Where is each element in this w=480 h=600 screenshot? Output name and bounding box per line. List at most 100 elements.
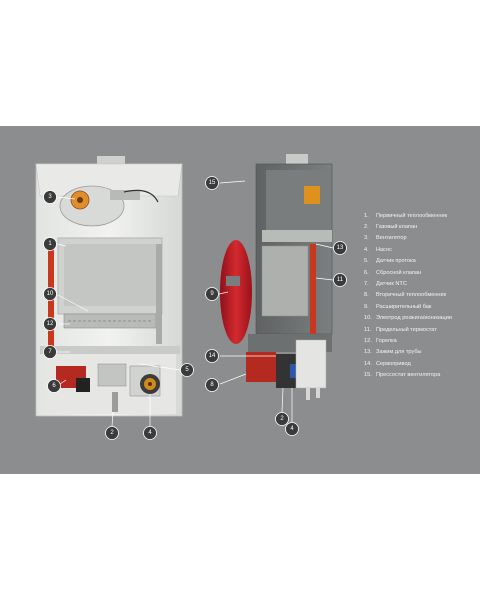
legend-text: Сервопривод <box>376 360 411 367</box>
callout-right-2: 2 <box>275 412 289 426</box>
legend-item: 7. Датчик NTC <box>364 278 480 289</box>
flow-sensor <box>97 363 127 387</box>
legend-number: 13. <box>364 349 372 356</box>
legend-number: 8. <box>364 292 369 299</box>
callout-left-1: 1 <box>43 237 57 251</box>
legend-item: 2. Газовый клапан <box>364 221 480 232</box>
gas-valve <box>76 378 90 392</box>
expansion-tank <box>220 240 252 344</box>
legend-text: Вторичный теплообменник <box>376 292 447 299</box>
divider-plate <box>40 346 180 354</box>
svg-text:8: 8 <box>210 382 214 388</box>
svg-text:15: 15 <box>209 180 216 186</box>
svg-text:13: 13 <box>337 245 344 251</box>
gas-inlet <box>112 392 118 412</box>
legend-list: 1. Первичный теплообменник 2. Газовый клап… <box>364 210 480 381</box>
legend-text: Предельный термостат <box>376 326 437 333</box>
legend-text: Газовый клапан <box>376 224 418 231</box>
upper-chamber <box>266 170 330 230</box>
svg-text:9: 9 <box>210 291 214 297</box>
legend-number: 2. <box>364 224 369 231</box>
legend-text: Датчик протока <box>376 258 416 265</box>
callout-right-15: 15 <box>205 176 219 190</box>
left-boiler <box>35 156 183 417</box>
legend-item: 11. Предельный термостат <box>364 324 480 335</box>
svg-text:1: 1 <box>48 241 52 247</box>
callout-lines <box>56 180 334 427</box>
callout-left-7: 7 <box>43 345 57 359</box>
legend-number: 10. <box>364 315 372 322</box>
callout-right-8: 8 <box>205 378 219 392</box>
legend-number: 14. <box>364 360 372 367</box>
cable-ties <box>306 388 320 400</box>
legend-item: 15.Прессостат вентилятора <box>364 369 480 380</box>
flue-pipe <box>286 154 308 166</box>
legend-number: 7. <box>364 281 369 288</box>
boiler-illustration: 3 1 10 12 7 5 6 2 4 15 13 11 9 14 8 2 4 <box>35 154 347 440</box>
fan-pressure-switch <box>304 186 320 204</box>
svg-text:2: 2 <box>110 430 114 436</box>
svg-text:11: 11 <box>337 277 344 283</box>
callout-left-12: 12 <box>43 317 57 331</box>
legend-text: Зажим для трубы <box>376 349 422 356</box>
legend-item: 9. Расширительный бак <box>364 301 480 312</box>
exchanger-side <box>261 245 309 317</box>
legend-number: 12. <box>364 337 372 344</box>
callout-right-13: 13 <box>333 241 347 255</box>
legend-text: Сбросной клапан <box>376 269 422 276</box>
callout-badges: 3 1 10 12 7 5 6 2 4 15 13 11 9 14 8 2 4 <box>43 176 347 440</box>
pipe-bracket <box>262 230 332 242</box>
legend-text: Насос <box>376 246 392 253</box>
svg-text:2: 2 <box>280 416 284 422</box>
callout-right-4: 4 <box>285 422 299 436</box>
heat-exchanger-fins <box>64 244 156 306</box>
legend-number: 6. <box>364 269 369 276</box>
svg-text:12: 12 <box>47 321 54 327</box>
callout-left-4: 4 <box>143 426 157 440</box>
callout-left-3: 3 <box>43 190 57 204</box>
legend-number: 5. <box>364 258 369 265</box>
legend-number: 1. <box>364 212 369 219</box>
top-hood <box>35 163 183 197</box>
legend-text: Датчик NTC <box>376 281 407 288</box>
legend-text: Электрод розжига/ионизации <box>376 315 452 322</box>
legend-text: Вентилятор <box>376 235 407 242</box>
svg-text:14: 14 <box>209 353 216 359</box>
callout-left-2: 2 <box>105 426 119 440</box>
legend-item: 1. Первичный теплообменник <box>364 210 480 221</box>
legend-item: 5. Датчик протока <box>364 256 480 267</box>
blue-connector <box>290 364 298 378</box>
callout-left-6: 6 <box>47 379 61 393</box>
legend-item: 6. Сбросной клапан <box>364 267 480 278</box>
svg-text:4: 4 <box>290 426 294 432</box>
pump-motor <box>246 352 276 382</box>
legend-number: 9. <box>364 303 369 310</box>
legend-item: 12. Горелка <box>364 335 480 346</box>
legend-number: 3. <box>364 235 369 242</box>
legend-text: Прессостат вентилятора <box>376 372 441 379</box>
right-boiler <box>220 154 333 400</box>
legend-number: 11. <box>364 326 372 333</box>
legend-item: 13. Зажим для трубы <box>364 347 480 358</box>
right-grey-pipe <box>156 244 162 344</box>
legend-text: Расширительный бак <box>376 303 432 310</box>
fan-assembly <box>59 185 159 227</box>
svg-text:5: 5 <box>185 367 189 373</box>
callout-left-10: 10 <box>43 287 57 301</box>
legend-item: 3. Вентилятор <box>364 233 480 244</box>
burner <box>63 313 157 329</box>
callout-right-9: 9 <box>205 287 219 301</box>
flue-collar <box>97 156 125 164</box>
legend-text: Горелка <box>376 337 397 344</box>
svg-text:3: 3 <box>48 194 52 200</box>
callout-right-14: 14 <box>205 349 219 363</box>
svg-text:4: 4 <box>148 430 152 436</box>
svg-text:7: 7 <box>48 349 52 355</box>
diagram-panel: 3 1 10 12 7 5 6 2 4 15 13 11 9 14 8 2 4 <box>0 126 480 474</box>
red-pipe <box>310 244 316 364</box>
legend-text: Первичный теплообменник <box>376 212 448 219</box>
svg-text:10: 10 <box>47 291 54 297</box>
legend-item: 4.Насос <box>364 244 480 255</box>
servo-drive <box>276 354 298 388</box>
callout-right-11: 11 <box>333 273 347 287</box>
